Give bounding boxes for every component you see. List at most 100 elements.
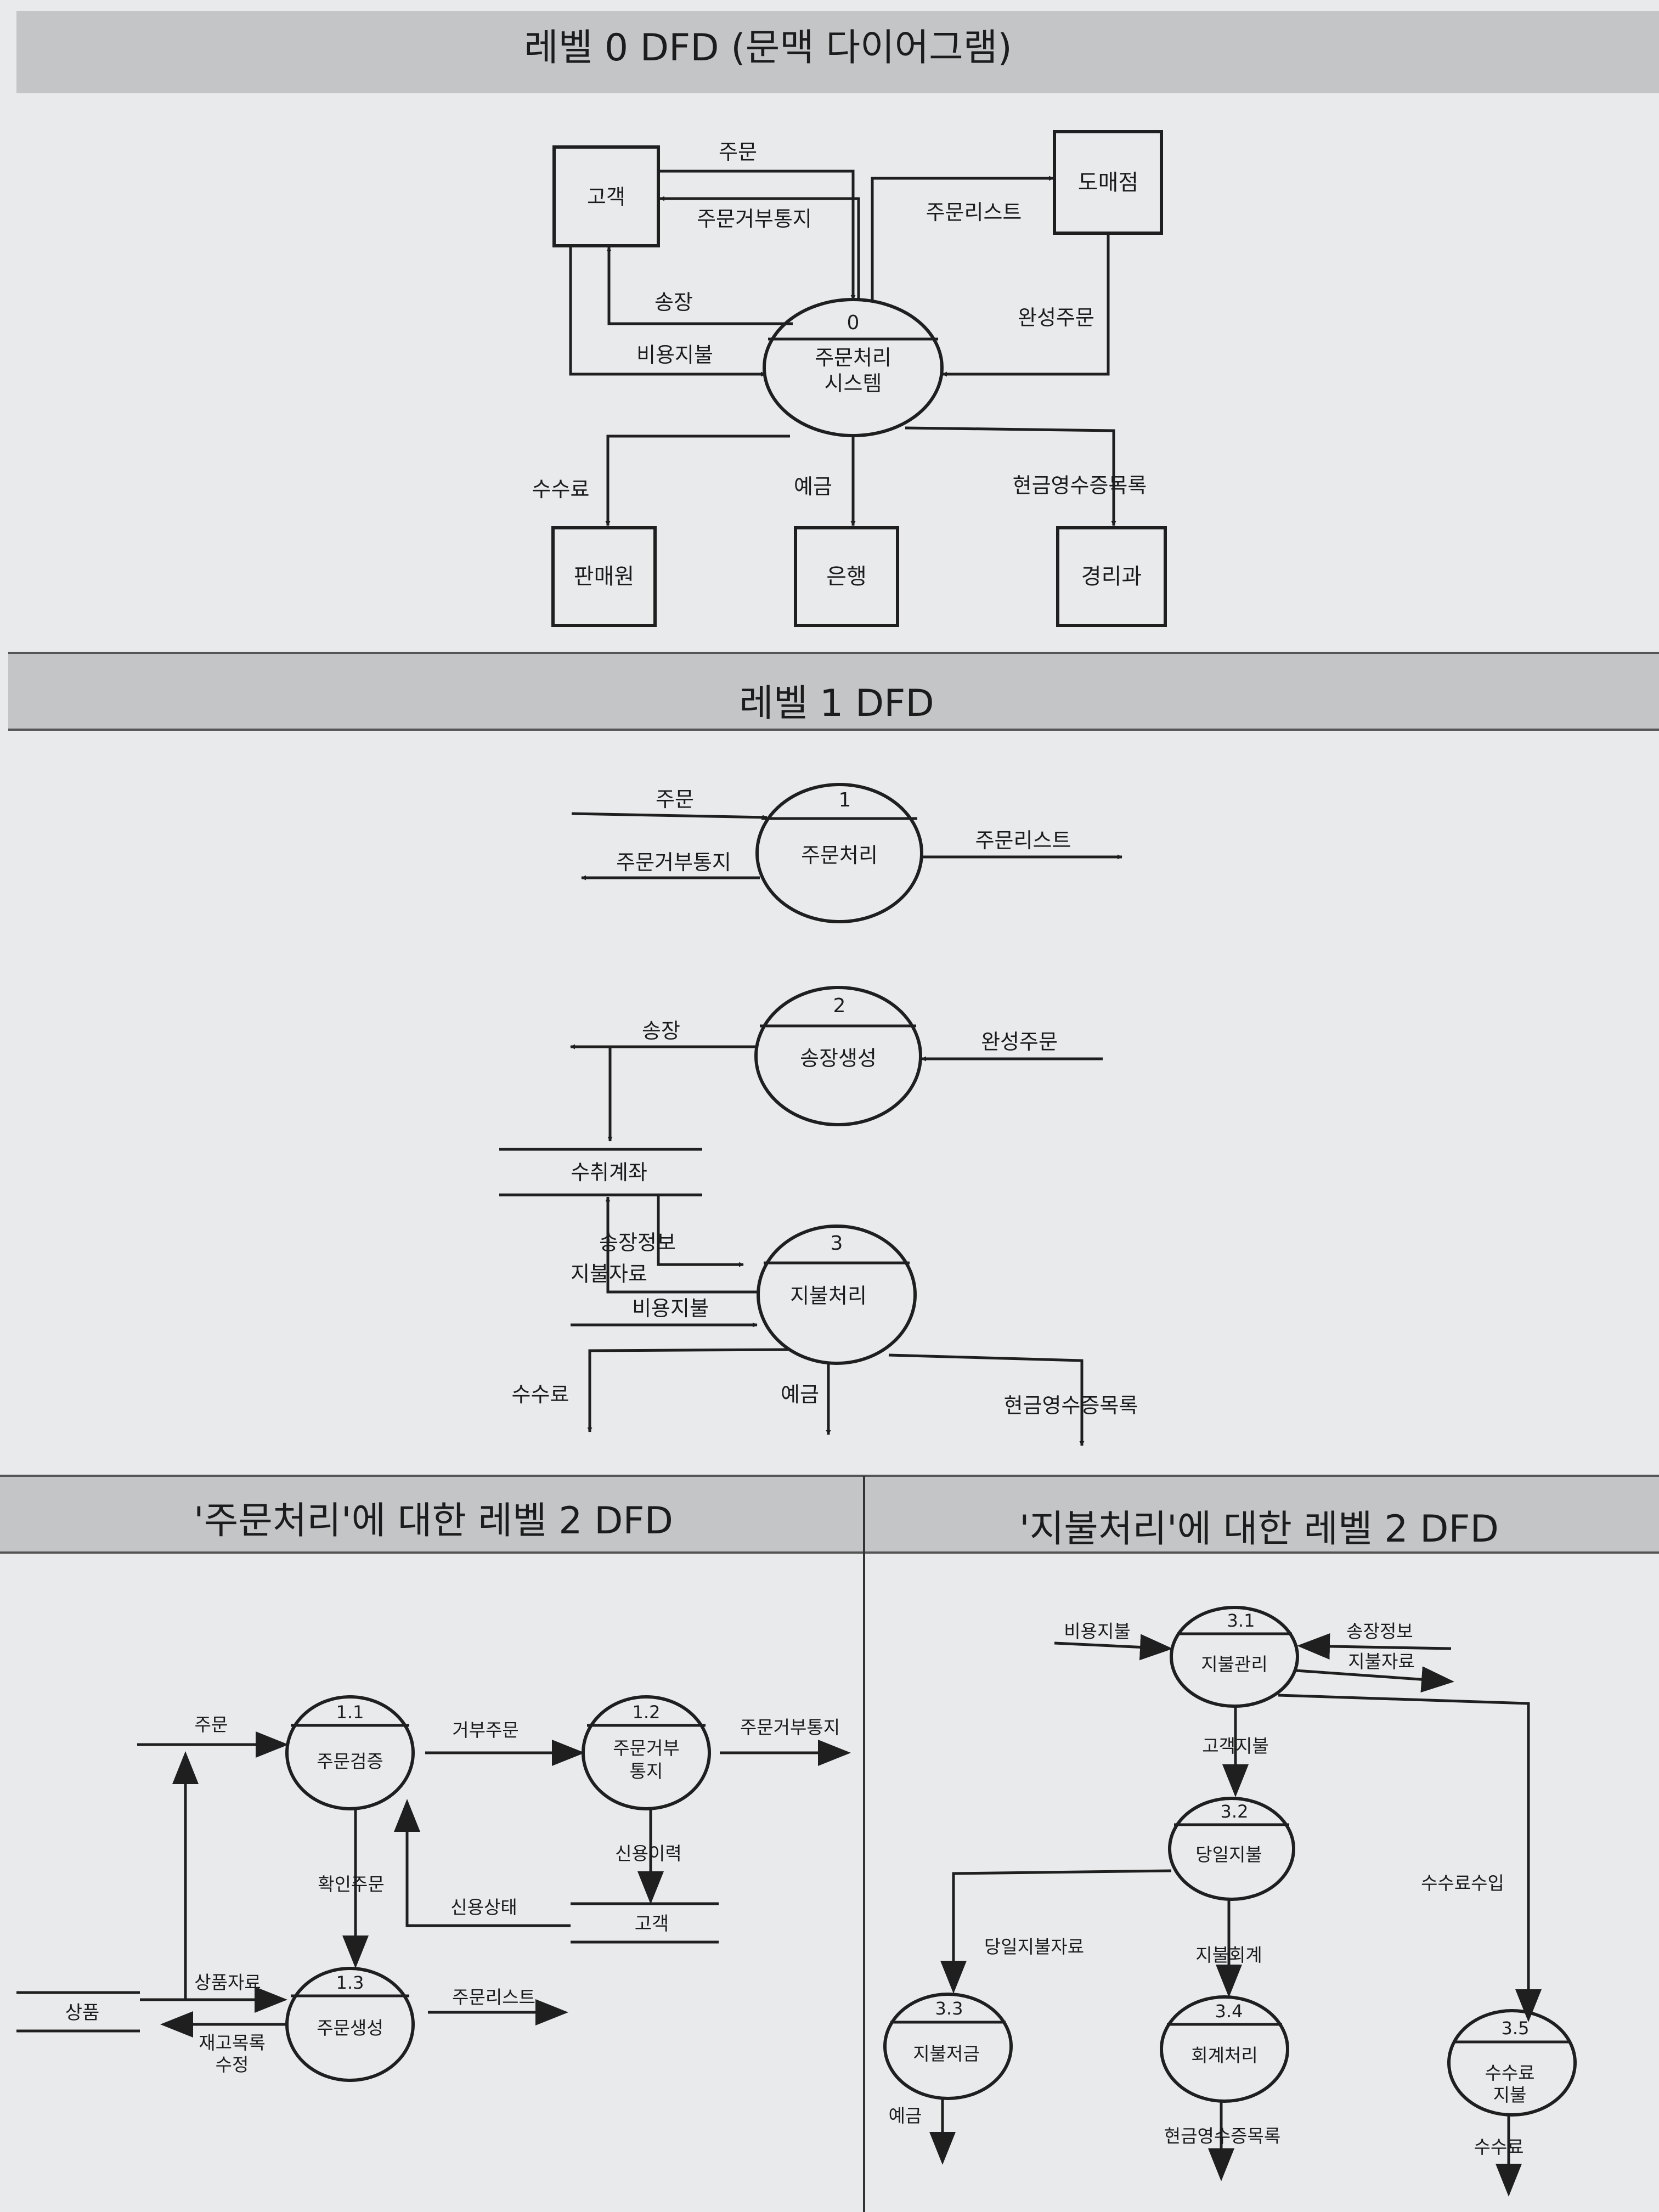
process-3-3-id: 3.3	[935, 1998, 963, 2019]
level0-diagram: 고객 도매점 판매원 은행 경리과 0 주문처리 시스템 주문 주문거부통지 송…	[532, 130, 1167, 627]
flow-completed-order	[942, 233, 1110, 377]
process-1-2-label2: 통지	[630, 1760, 663, 1782]
l2o-flow-stock-update-label2: 수정	[216, 2054, 249, 2075]
entity-accounting-label: 경리과	[1081, 564, 1142, 589]
section-level2-header: '주문처리'에 대한 레벨 2 DFD '지불처리'에 대한 레벨 2 DFD	[0, 1475, 1659, 2212]
process-3-label: 지불처리	[790, 1284, 867, 1308]
l1-flow-deposit-label: 예금	[781, 1383, 819, 1407]
process-3-1-id: 3.1	[1227, 1610, 1255, 1631]
entity-customer	[552, 145, 660, 247]
flow-commission-label: 수수료	[532, 477, 590, 501]
l2o-flow-order-list-label: 주문리스트	[452, 1987, 535, 2008]
entity-seller	[551, 526, 657, 627]
flow-reject-notice	[659, 196, 860, 300]
process-3-4-label: 회계처리	[1191, 2045, 1257, 2066]
l2p-flow-payment-accounting-label: 지불회계	[1195, 1944, 1262, 1966]
level2-payment-title: '지불처리'에 대한 레벨 2 DFD	[1019, 1508, 1499, 1551]
flow-commission	[605, 435, 790, 526]
process-1-3-label: 주문생성	[317, 2017, 383, 2039]
l2p-flow-commission-income-label: 수수료수입	[1421, 1872, 1504, 1894]
l2p-flow-daily-payment-data-label: 당일지불자료	[984, 1936, 1084, 1957]
process-3-5-label1: 수수료	[1485, 2062, 1534, 2084]
l2p-flow-payment-data	[1295, 1666, 1454, 1693]
process-3-3	[883, 1993, 1013, 2100]
level2-payment-diagram: 3.1 지불관리 3.2 당일지불 3.3 지불저금 3.4 회계처리 3.5 …	[883, 1606, 1577, 2197]
l1-flow-invoice-info-label: 송장정보	[599, 1231, 676, 1255]
level1-title: 레벨 1 DFD	[739, 682, 934, 725]
process-2-label: 송장생성	[800, 1046, 877, 1070]
level2-band	[0, 1476, 1659, 1553]
l1-flow-order-list-label: 주문리스트	[975, 828, 1071, 853]
level0-band	[16, 11, 1659, 93]
entity-customer-label: 고객	[587, 185, 625, 209]
l2p-flow-customer-payment-label: 고객지불	[1202, 1735, 1268, 1757]
l1-flow-order-label: 주문	[656, 787, 694, 811]
entity-bank	[794, 526, 899, 627]
section-level1-header: 레벨 1 DFD	[8, 652, 1659, 731]
flow-order	[658, 170, 856, 300]
flow-order-list-label: 주문리스트	[926, 200, 1022, 224]
process-3-2-label: 당일지불	[1195, 1844, 1262, 1865]
l1-flow-invoice-label: 송장	[642, 1019, 680, 1043]
flow-payment	[569, 246, 766, 377]
flow-order-label: 주문	[719, 140, 757, 164]
process-3	[757, 1224, 917, 1365]
l1-flow-payment-data-label: 지불자료	[571, 1262, 647, 1286]
l2o-flow-order-label: 주문	[195, 1714, 228, 1735]
flow-reject-notice-label: 주문거부통지	[697, 207, 812, 231]
entity-accounting	[1056, 526, 1167, 627]
flow-invoice-label: 송장	[654, 290, 693, 314]
process-0-label2: 시스템	[825, 371, 882, 396]
l2o-flow-stock-update-label1: 재고목록	[199, 2032, 265, 2053]
l1-flow-invoice-info	[657, 1196, 744, 1267]
l2p-flow-deposit-label: 예금	[889, 2105, 922, 2126]
flow-payment-label: 비용지불	[636, 343, 713, 367]
l2o-flow-confirmed-order-label: 확인주문	[318, 1874, 384, 1895]
l1-flow-payment-data	[605, 1197, 758, 1294]
l2o-flow-credit-status	[394, 1799, 571, 1927]
entity-wholesaler-label: 도매점	[1078, 170, 1138, 195]
l2o-flow-product-data-label: 상품자료	[194, 1972, 261, 1993]
level1-band	[8, 653, 1659, 730]
level0-title: 레벨 0 DFD (문맥 다이어그램)	[524, 26, 1012, 70]
process-1-id: 1	[839, 789, 851, 811]
entity-bank-label: 은행	[826, 564, 867, 589]
l2p-flow-invoice-info-label: 송장정보	[1346, 1621, 1413, 1642]
l1-flow-payment-label: 비용지불	[632, 1296, 709, 1321]
flow-receipt-list	[905, 426, 1116, 526]
process-1-label: 주문처리	[801, 843, 878, 867]
level2-order-title: '주문처리'에 대한 레벨 2 DFD	[194, 1499, 673, 1543]
l2o-flow-product-data	[140, 1751, 199, 2001]
l1-flow-commission-label: 수수료	[512, 1383, 569, 1407]
store-customer-label: 고객	[635, 1913, 669, 1935]
entity-seller-label: 판매원	[574, 564, 634, 589]
process-2	[754, 986, 922, 1126]
process-3-1-label: 지불관리	[1201, 1654, 1267, 1675]
flow-receipt-list-label: 현금영수증목록	[1013, 473, 1147, 498]
l2p-flow-daily-payment-data	[940, 1869, 1172, 1994]
l2o-flow-credit-status-label: 신용상태	[450, 1897, 517, 1918]
l2p-flow-payment	[1054, 1634, 1173, 1661]
process-1-1-id: 1.1	[336, 1702, 364, 1723]
l2p-flow-invoice-info	[1297, 1633, 1452, 1660]
l2p-flow-receipt-list-label: 현금영수증목록	[1164, 2125, 1281, 2147]
store-product-label: 상품	[65, 2002, 100, 2024]
l1-flow-commission	[587, 1348, 791, 1432]
l1-flow-reject-notice-label: 주문거부통지	[616, 850, 731, 874]
process-2-id: 2	[833, 995, 846, 1017]
process-3-2-id: 3.2	[1221, 1801, 1249, 1822]
section-level0-header: 레벨 0 DFD (문맥 다이어그램)	[16, 11, 1659, 93]
process-1-2-label1: 주문거부	[613, 1737, 679, 1759]
process-3-5	[1447, 2009, 1577, 2117]
process-1	[755, 783, 923, 923]
flow-order-list	[871, 176, 1054, 301]
l1-flow-receipt-list-label: 현금영수증목록	[1004, 1393, 1138, 1418]
process-0-label1: 주문처리	[815, 346, 891, 370]
flow-completed-order-label: 완성주문	[1018, 306, 1094, 330]
l1-flow-order	[571, 812, 768, 820]
process-3-2	[1168, 1797, 1295, 1901]
process-1-3	[285, 1967, 415, 2082]
l1-flow-completed-order-label: 완성주문	[981, 1030, 1058, 1054]
